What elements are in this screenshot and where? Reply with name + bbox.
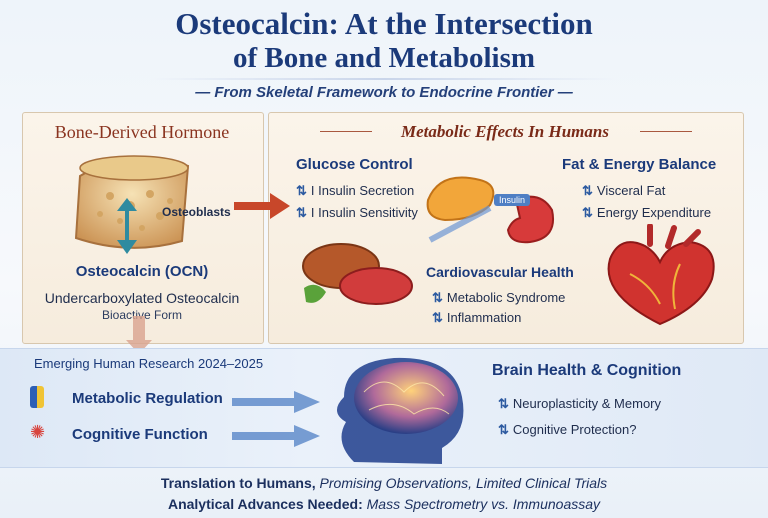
bioactive-label: Bioactive Form <box>101 308 183 322</box>
glucose-item: ⇅I Insulin Sensitivity <box>296 205 418 220</box>
brain-head-illustration <box>336 357 464 464</box>
heading-rule-right <box>640 131 692 132</box>
glucose-heading: Glucose Control <box>296 156 413 173</box>
cardio-heading: Cardiovascular Health <box>426 264 574 280</box>
brain-small-icon: ✺ <box>30 422 46 442</box>
bone-hormone-heading: Bone-Derived Hormone <box>54 122 230 142</box>
heart-illustration <box>607 224 715 326</box>
release-arrows <box>117 198 137 254</box>
bone-illustration <box>74 155 190 249</box>
up-arrow-icon: ⇅ <box>582 205 593 220</box>
up-arrow-icon: ⇅ <box>296 183 307 198</box>
cardio-item: ⇅Inflammation <box>432 310 522 325</box>
ocn-label: Osteocalcin (OCN) <box>75 263 209 280</box>
title-divider <box>150 78 618 80</box>
up-arrow-icon: ⇅ <box>498 422 509 437</box>
cognitive-arrow <box>232 425 320 447</box>
metabolic-icon <box>30 386 44 408</box>
subtitle: — From Skeletal Framework to Endocrine F… <box>195 84 573 101</box>
fat-heading: Fat & Energy Balance <box>562 156 717 173</box>
liver-muscle-illustration <box>302 243 413 305</box>
up-arrow-icon: ⇅ <box>296 205 307 220</box>
footer-line-2: Analytical Advances Needed: Mass Spectro… <box>167 496 601 512</box>
up-arrow-icon: ⇅ <box>432 310 443 325</box>
glucose-item: ⇅I Insulin Secretion <box>296 183 415 198</box>
title-line-2: of Bone and Metabolism <box>232 42 536 74</box>
up-arrow-icon: ⇅ <box>432 290 443 305</box>
metabolic-effects-heading: Metabolic Effects In Humans <box>401 122 609 141</box>
fat-item: ⇅Visceral Fat <box>582 183 666 198</box>
ucocn-label: Undercarboxylated Osteocalcin <box>44 290 240 306</box>
research-item-cognitive: Cognitive Function <box>72 426 208 443</box>
footer-line-1: Translation to Humans, Promising Observa… <box>160 475 608 491</box>
brain-item: ⇅Neuroplasticity & Memory <box>498 396 662 411</box>
fat-item: ⇅Energy Expenditure <box>582 205 712 220</box>
pancreas-illustration <box>426 176 554 244</box>
brain-item: ⇅Cognitive Protection? <box>498 422 637 437</box>
brain-heading: Brain Health & Cognition <box>492 362 682 379</box>
up-arrow-icon: ⇅ <box>498 396 509 411</box>
up-arrow-icon: ⇅ <box>582 183 593 198</box>
heading-rule-left <box>320 131 372 132</box>
osteoblasts-label: Osteoblasts <box>162 205 231 219</box>
research-item-metabolic: Metabolic Regulation <box>72 390 223 407</box>
metabolic-arrow <box>232 391 320 413</box>
down-arrow <box>126 316 152 354</box>
insulin-tag: Insulin <box>494 194 531 206</box>
cardio-item: ⇅Metabolic Syndrome <box>432 290 566 305</box>
research-heading: Emerging Human Research 2024–2025 <box>34 356 264 371</box>
bone-to-metabolism-arrow <box>234 193 290 219</box>
title-line-1: Osteocalcin: At the Intersection <box>175 6 593 41</box>
